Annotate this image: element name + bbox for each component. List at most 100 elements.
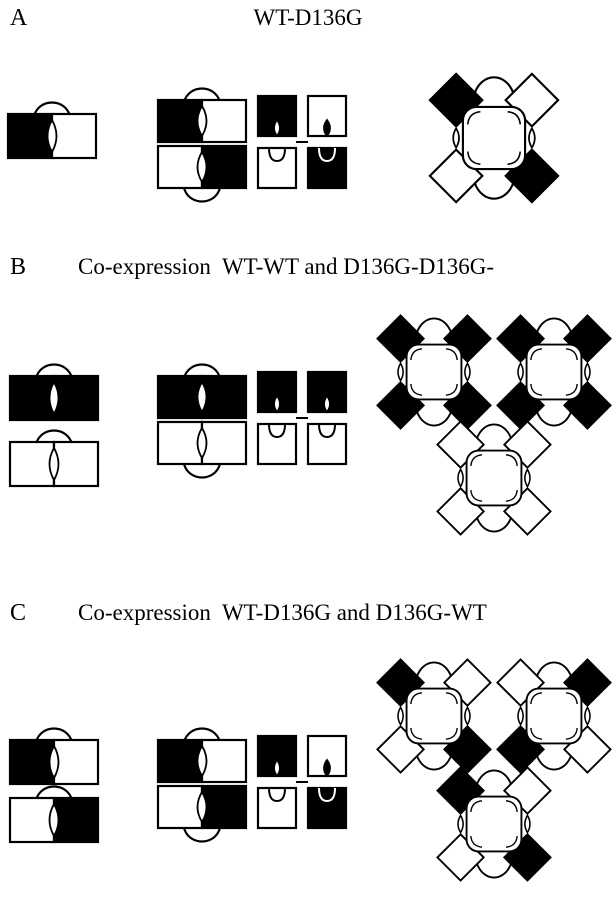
tether-loop [475, 517, 513, 533]
wt-subunit-square [200, 374, 248, 420]
tetramer-core [405, 687, 463, 745]
swap-curl [530, 348, 543, 361]
mutant-subunit-square [256, 146, 298, 190]
interface-lens [48, 446, 60, 482]
tether-loop [475, 423, 513, 439]
tether-loop [415, 411, 453, 427]
swap-curl [565, 692, 578, 705]
swap-curl [410, 348, 423, 361]
wt-subunit-square [156, 738, 204, 784]
mutant-subunit-square [156, 144, 204, 190]
tetramer-core [461, 105, 527, 171]
interface-lens [517, 705, 524, 727]
panel-a-dissociated-dimers [256, 94, 348, 190]
tetramer-core [465, 449, 523, 507]
panel-c-heterodimer-d136g-wt [8, 785, 100, 844]
swap-curl [445, 727, 458, 740]
swap-curl [505, 835, 518, 848]
tether-loop [34, 727, 74, 743]
panel-c-title: Co-expression WT-D136G and D136G-WT [78, 600, 487, 625]
swap-curl [507, 151, 522, 166]
swap-curl [410, 727, 423, 740]
panel-b-mutant-tetramer-top-view [436, 420, 552, 536]
panel-b-wt-tetramer-top-view [496, 314, 612, 430]
mutant-subunit-square [200, 98, 248, 144]
panel-b-title: Co-expression WT-WT and D136G-D136G- [78, 254, 495, 279]
panel-c-tetramer-side-view [156, 727, 248, 843]
tether-loop [415, 317, 453, 333]
panel-a-heterodimer-schematic [6, 101, 98, 160]
mutant-subunit-square [256, 422, 298, 466]
interface-lens [584, 705, 591, 727]
tether-loop [415, 661, 453, 677]
mutant-subunit-square [50, 112, 98, 160]
tether-loop [535, 411, 573, 427]
swap-curl [505, 489, 518, 502]
interface-lens [452, 126, 460, 150]
tether-loop [473, 182, 515, 200]
swap-curl [470, 800, 483, 813]
wt-subunit-square [200, 784, 248, 830]
panel-a-title: WT-D136G [253, 5, 363, 30]
wt-subunit-square [8, 738, 56, 786]
tether-loop [182, 827, 222, 843]
open-interface-cup [318, 787, 336, 803]
wt-subunit-square [156, 98, 204, 144]
interface-half-lens [273, 118, 281, 138]
panel-a-tetramer-top-view [428, 72, 560, 204]
interface-lens [584, 361, 591, 383]
wt-subunit-square [200, 144, 248, 190]
interface-lens [48, 744, 60, 780]
tether-loop [475, 769, 513, 785]
mutant-subunit-square [8, 796, 56, 844]
swap-curl [507, 110, 522, 125]
panel-b-wt-homodimer-schematic [8, 363, 100, 422]
swap-curl [530, 692, 543, 705]
swap-curl [530, 727, 543, 740]
panel-b-wt-tetramer-top-view [376, 314, 492, 430]
swap-curl [470, 454, 483, 467]
swap-curl [466, 151, 481, 166]
open-interface-cup [318, 423, 336, 439]
swap-curl [445, 383, 458, 396]
swap-curl [565, 348, 578, 361]
tether-loop [535, 755, 573, 771]
interface-half-lens [323, 394, 331, 414]
tether-loop [182, 727, 222, 743]
mutant-subunit-square [200, 420, 248, 466]
interface-lens [528, 126, 536, 150]
tetramer-core [405, 343, 463, 401]
wt-subunit-square [256, 734, 298, 778]
interface-lens [196, 744, 208, 778]
interface-lens [196, 104, 208, 138]
mutant-subunit-square [156, 784, 204, 830]
wt-subunit-square [306, 146, 348, 190]
tether-loop [475, 863, 513, 879]
interface-lens [196, 790, 208, 824]
mutant-subunit-square [52, 440, 100, 488]
panel-a-tetramer-side-view [156, 87, 248, 203]
swap-curl [505, 800, 518, 813]
mutant-subunit-square [306, 422, 348, 466]
tether-loop [473, 76, 515, 94]
tether-loop [32, 101, 72, 117]
interface-lens [196, 150, 208, 184]
open-interface-cup [318, 147, 336, 163]
swap-curl [410, 692, 423, 705]
tetramer-core [525, 343, 583, 401]
mutant-subunit-square [8, 440, 56, 488]
swap-curl [565, 727, 578, 740]
swap-curl [466, 110, 481, 125]
interface-lens [517, 361, 524, 383]
interface-lens [196, 380, 208, 414]
mutant-subunit-square [52, 738, 100, 786]
tether-loop [34, 429, 74, 445]
tether-loop [34, 363, 74, 379]
panel-a-label: A [10, 5, 28, 31]
tetramer-core [465, 795, 523, 853]
interface-lens [48, 380, 60, 416]
open-interface-cup [268, 423, 286, 439]
interface-lens [457, 813, 464, 835]
wt-subunit-square [52, 796, 100, 844]
